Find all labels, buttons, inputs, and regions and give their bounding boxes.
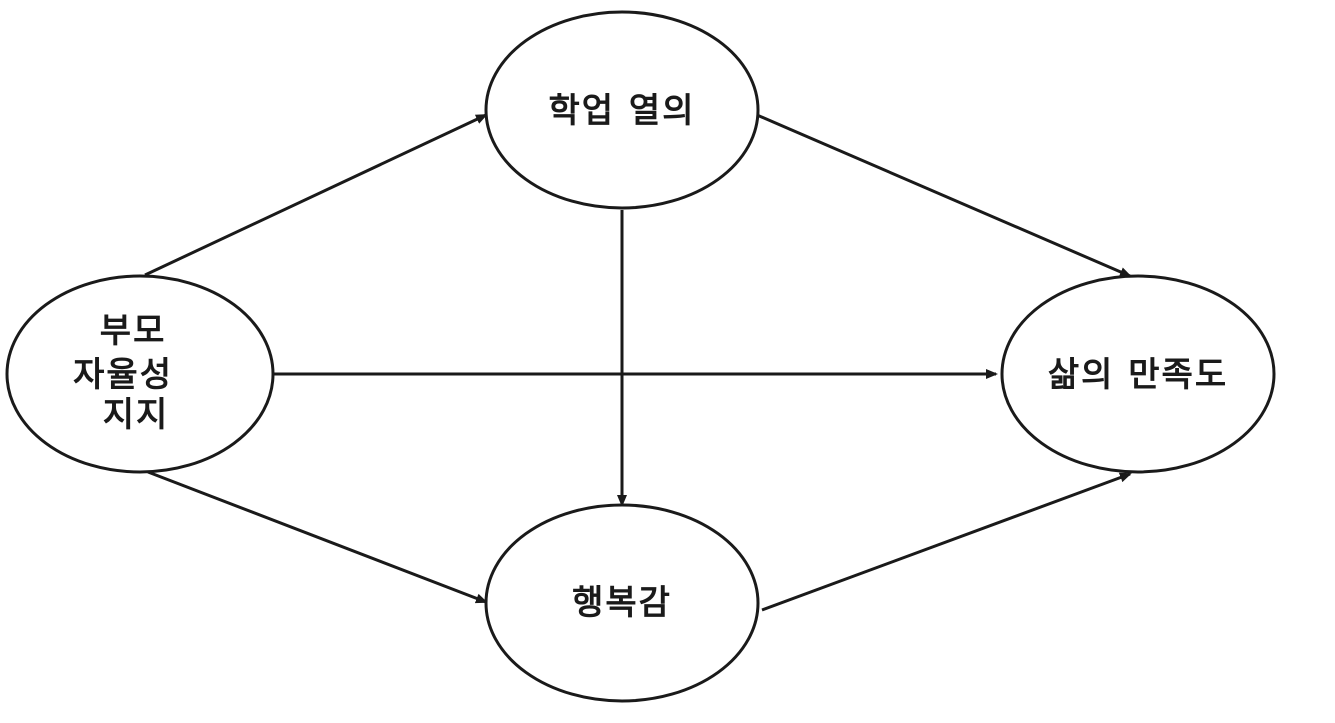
node-happiness-ellipse (484, 503, 760, 703)
node-academic-passion-label: 학업 열의 (549, 91, 696, 131)
label-line-2: 자율성 (73, 355, 173, 395)
label-line-1: 행복감 (572, 583, 672, 623)
edges (144, 113, 1132, 612)
node-happiness-label: 행복감 (572, 583, 672, 623)
node-academic-passion: 학업 열의 (484, 10, 760, 210)
node-parent-support-label: 부모 자율성 지지 (73, 311, 187, 435)
label-line-3: 지지 (103, 395, 170, 435)
node-happiness: 행복감 (484, 503, 760, 703)
node-life-satisfaction-label: 삶의 만족도 (1048, 355, 1228, 395)
node-life-satisfaction-ellipse (1000, 274, 1276, 474)
node-academic-passion-ellipse (484, 10, 760, 210)
edge-parent-to-happiness (147, 470, 488, 604)
label-line-1: 학업 열의 (549, 91, 696, 131)
label-line-1: 부모 (100, 311, 167, 351)
edge-academic-to-satisfaction (756, 113, 1132, 278)
node-life-satisfaction: 삶의 만족도 (1000, 274, 1276, 474)
edge-happiness-to-satisfaction (761, 472, 1132, 612)
node-parent-support: 부모 자율성 지지 (5, 274, 275, 474)
edge-parent-to-academic (144, 113, 488, 277)
node-parent-support-ellipse (5, 274, 275, 474)
label-line-1: 삶의 만족도 (1048, 355, 1228, 395)
